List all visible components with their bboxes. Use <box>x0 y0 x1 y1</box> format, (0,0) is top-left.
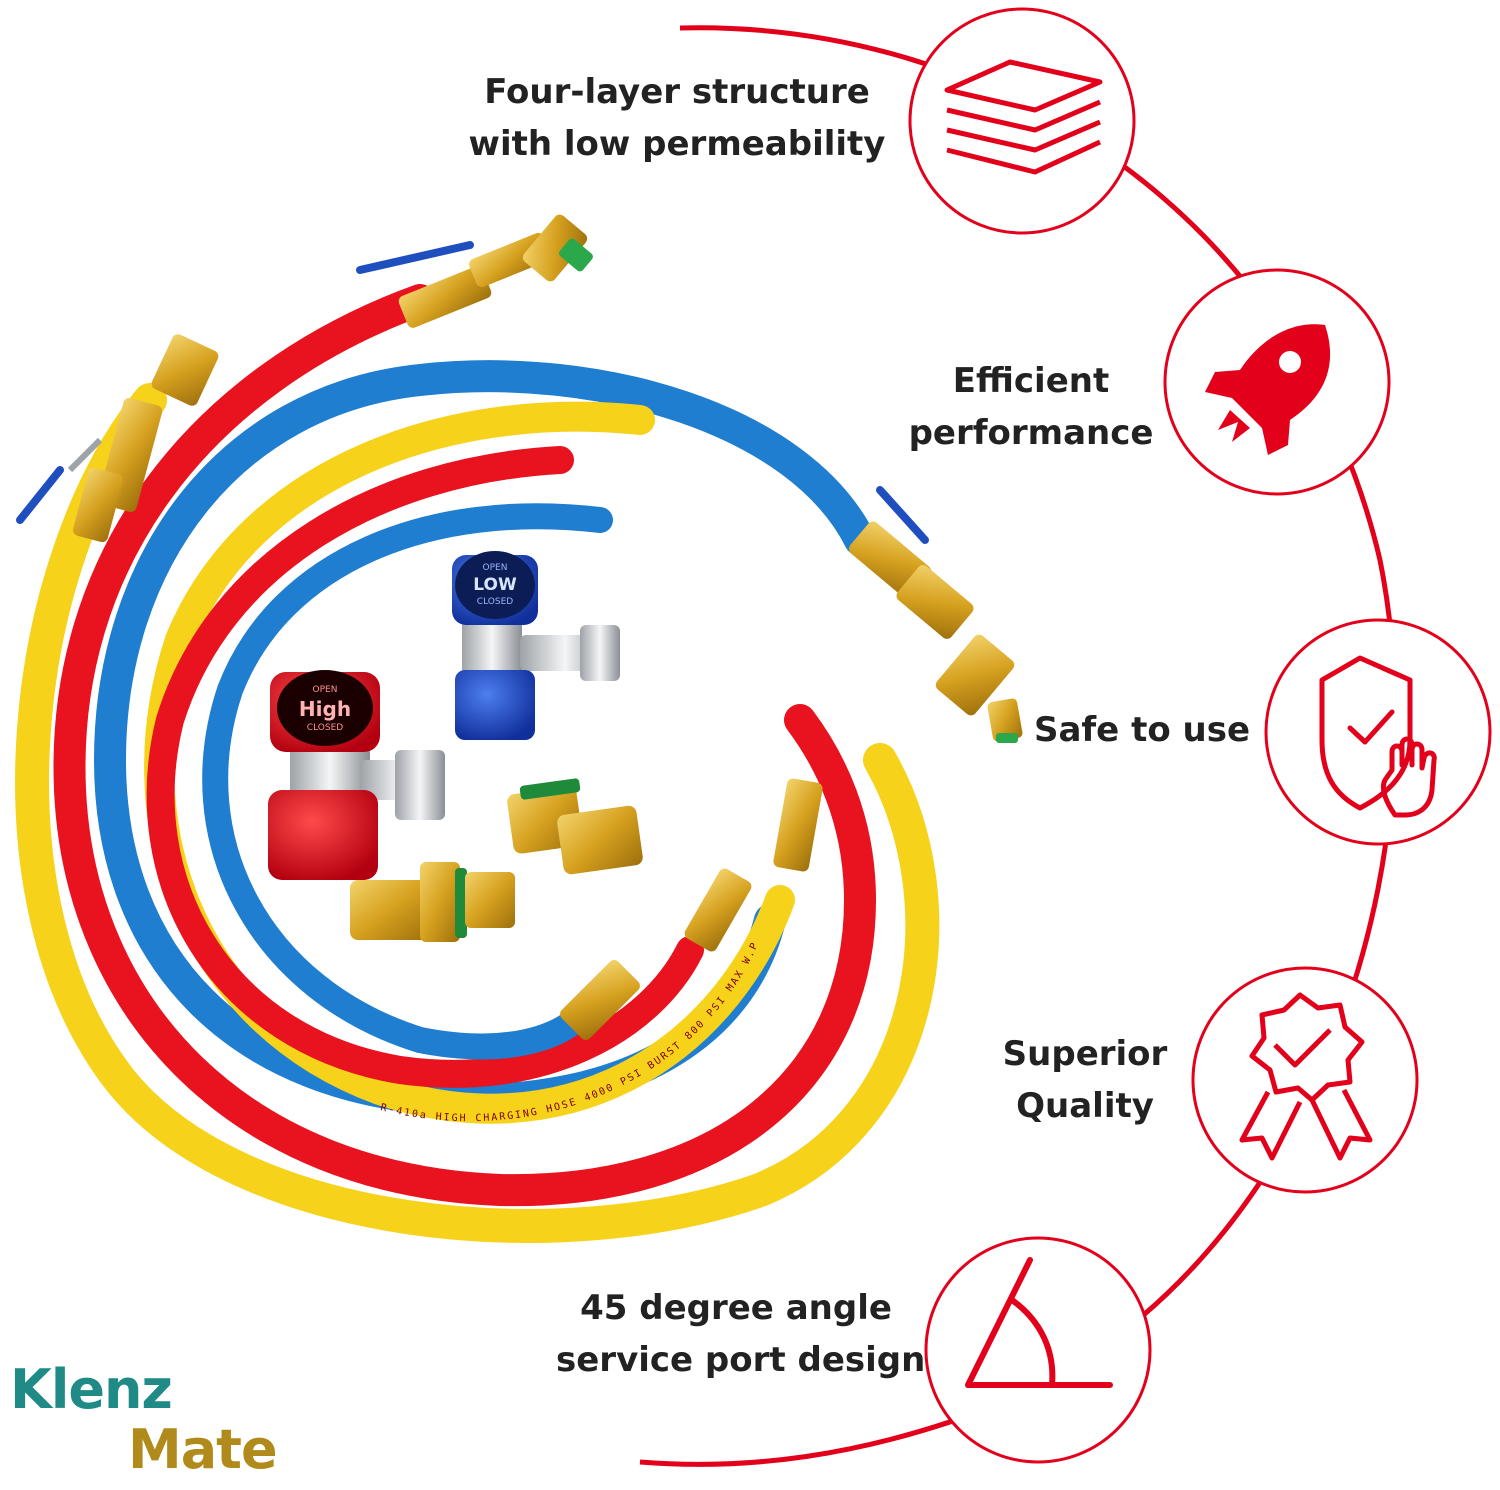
feature-circle-award <box>1191 966 1419 1194</box>
feature-circle-layers <box>908 7 1136 235</box>
feature-label-angle: 45 degree angle service port design <box>556 1282 926 1386</box>
feature-label-line: 45 degree angle <box>580 1288 892 1328</box>
top-ball-valve <box>356 214 593 328</box>
feature-label-line: with low permeability <box>468 124 886 164</box>
award-ribbon-icon <box>1239 992 1373 1161</box>
feature-label-safe: Safe to use <box>1030 704 1254 756</box>
brand-logo-mate: Mate <box>128 1418 278 1481</box>
feature-label-layers: Four-layer structure with low permeabili… <box>462 66 892 170</box>
red-hose-outer <box>53 284 877 1207</box>
low-coupler-open-label: OPEN <box>483 563 508 573</box>
high-coupler-title: High <box>299 697 351 721</box>
feature-label-line: performance <box>908 413 1154 453</box>
feature-circle-shield <box>1264 618 1492 846</box>
brand-logo-klenz: Klenz <box>10 1358 173 1421</box>
layers-icon <box>944 59 1103 175</box>
low-side-coupler: OPEN LOW CLOSED <box>452 551 620 740</box>
feature-circle-rocket <box>1163 268 1391 496</box>
high-coupler-closed-label: CLOSED <box>307 723 343 733</box>
flare-adapter-left <box>350 862 515 942</box>
feature-label-line: Quality <box>1016 1086 1154 1126</box>
high-side-coupler: OPEN High CLOSED <box>268 670 445 880</box>
red-hose-inner <box>146 446 704 1088</box>
feature-label-quality: Superior Quality <box>990 1028 1180 1132</box>
feature-label-line: Four-layer structure <box>484 72 870 112</box>
low-coupler-closed-label: CLOSED <box>477 597 513 607</box>
blue-hose-inner <box>202 503 613 1060</box>
feature-circle-angle <box>924 1236 1152 1464</box>
right-ball-valve <box>848 486 1023 743</box>
low-coupler-title: LOW <box>473 575 517 595</box>
feature-label-line: Safe to use <box>1033 710 1251 750</box>
yellow-hose <box>15 383 940 1243</box>
hose-end-fittings <box>560 778 823 1040</box>
left-ball-valve <box>16 334 219 543</box>
angle-icon <box>965 1257 1113 1388</box>
feature-label-efficient: Efficient performance <box>900 355 1162 459</box>
feature-label-line: Superior <box>1002 1034 1168 1074</box>
high-coupler-open-label: OPEN <box>313 685 338 695</box>
shield-hand-icon <box>1319 655 1437 818</box>
rocket-icon <box>1205 324 1331 455</box>
flare-adapter-right <box>507 778 643 875</box>
feature-label-line: Efficient <box>952 361 1110 401</box>
feature-label-line: service port design <box>556 1340 926 1380</box>
